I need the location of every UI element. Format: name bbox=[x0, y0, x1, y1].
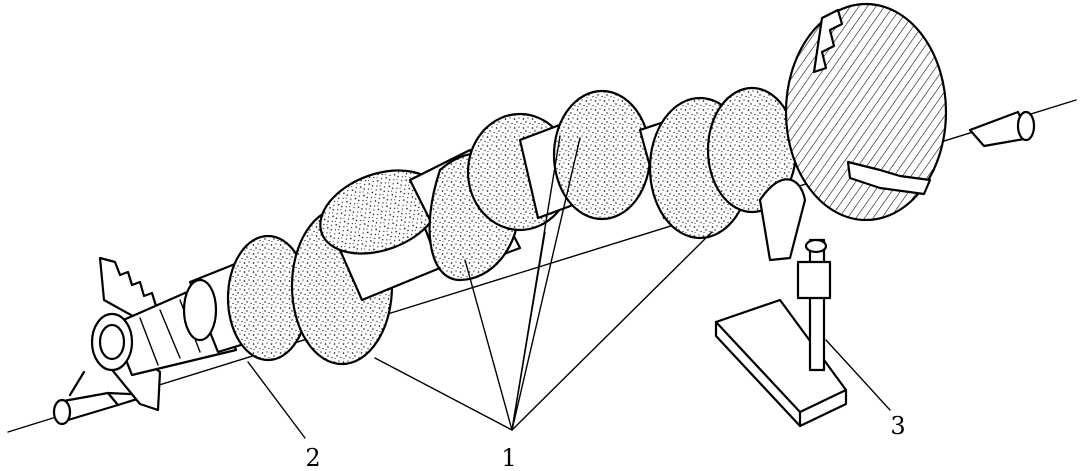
dial-gauge-stand bbox=[714, 238, 848, 428]
callout-3-leader bbox=[825, 339, 891, 411]
support-arm bbox=[758, 178, 807, 262]
callout-label-3: 3 bbox=[890, 412, 905, 440]
right-center-point bbox=[968, 110, 1036, 148]
flywheel-flange bbox=[784, 2, 948, 222]
web-6 bbox=[552, 89, 652, 221]
left-center-point bbox=[52, 391, 152, 426]
callout-2-leader bbox=[247, 361, 306, 439]
callout-label-2: 2 bbox=[305, 444, 320, 471]
callout-label-1: 1 bbox=[501, 444, 516, 471]
callout-1-leaders bbox=[374, 135, 713, 431]
